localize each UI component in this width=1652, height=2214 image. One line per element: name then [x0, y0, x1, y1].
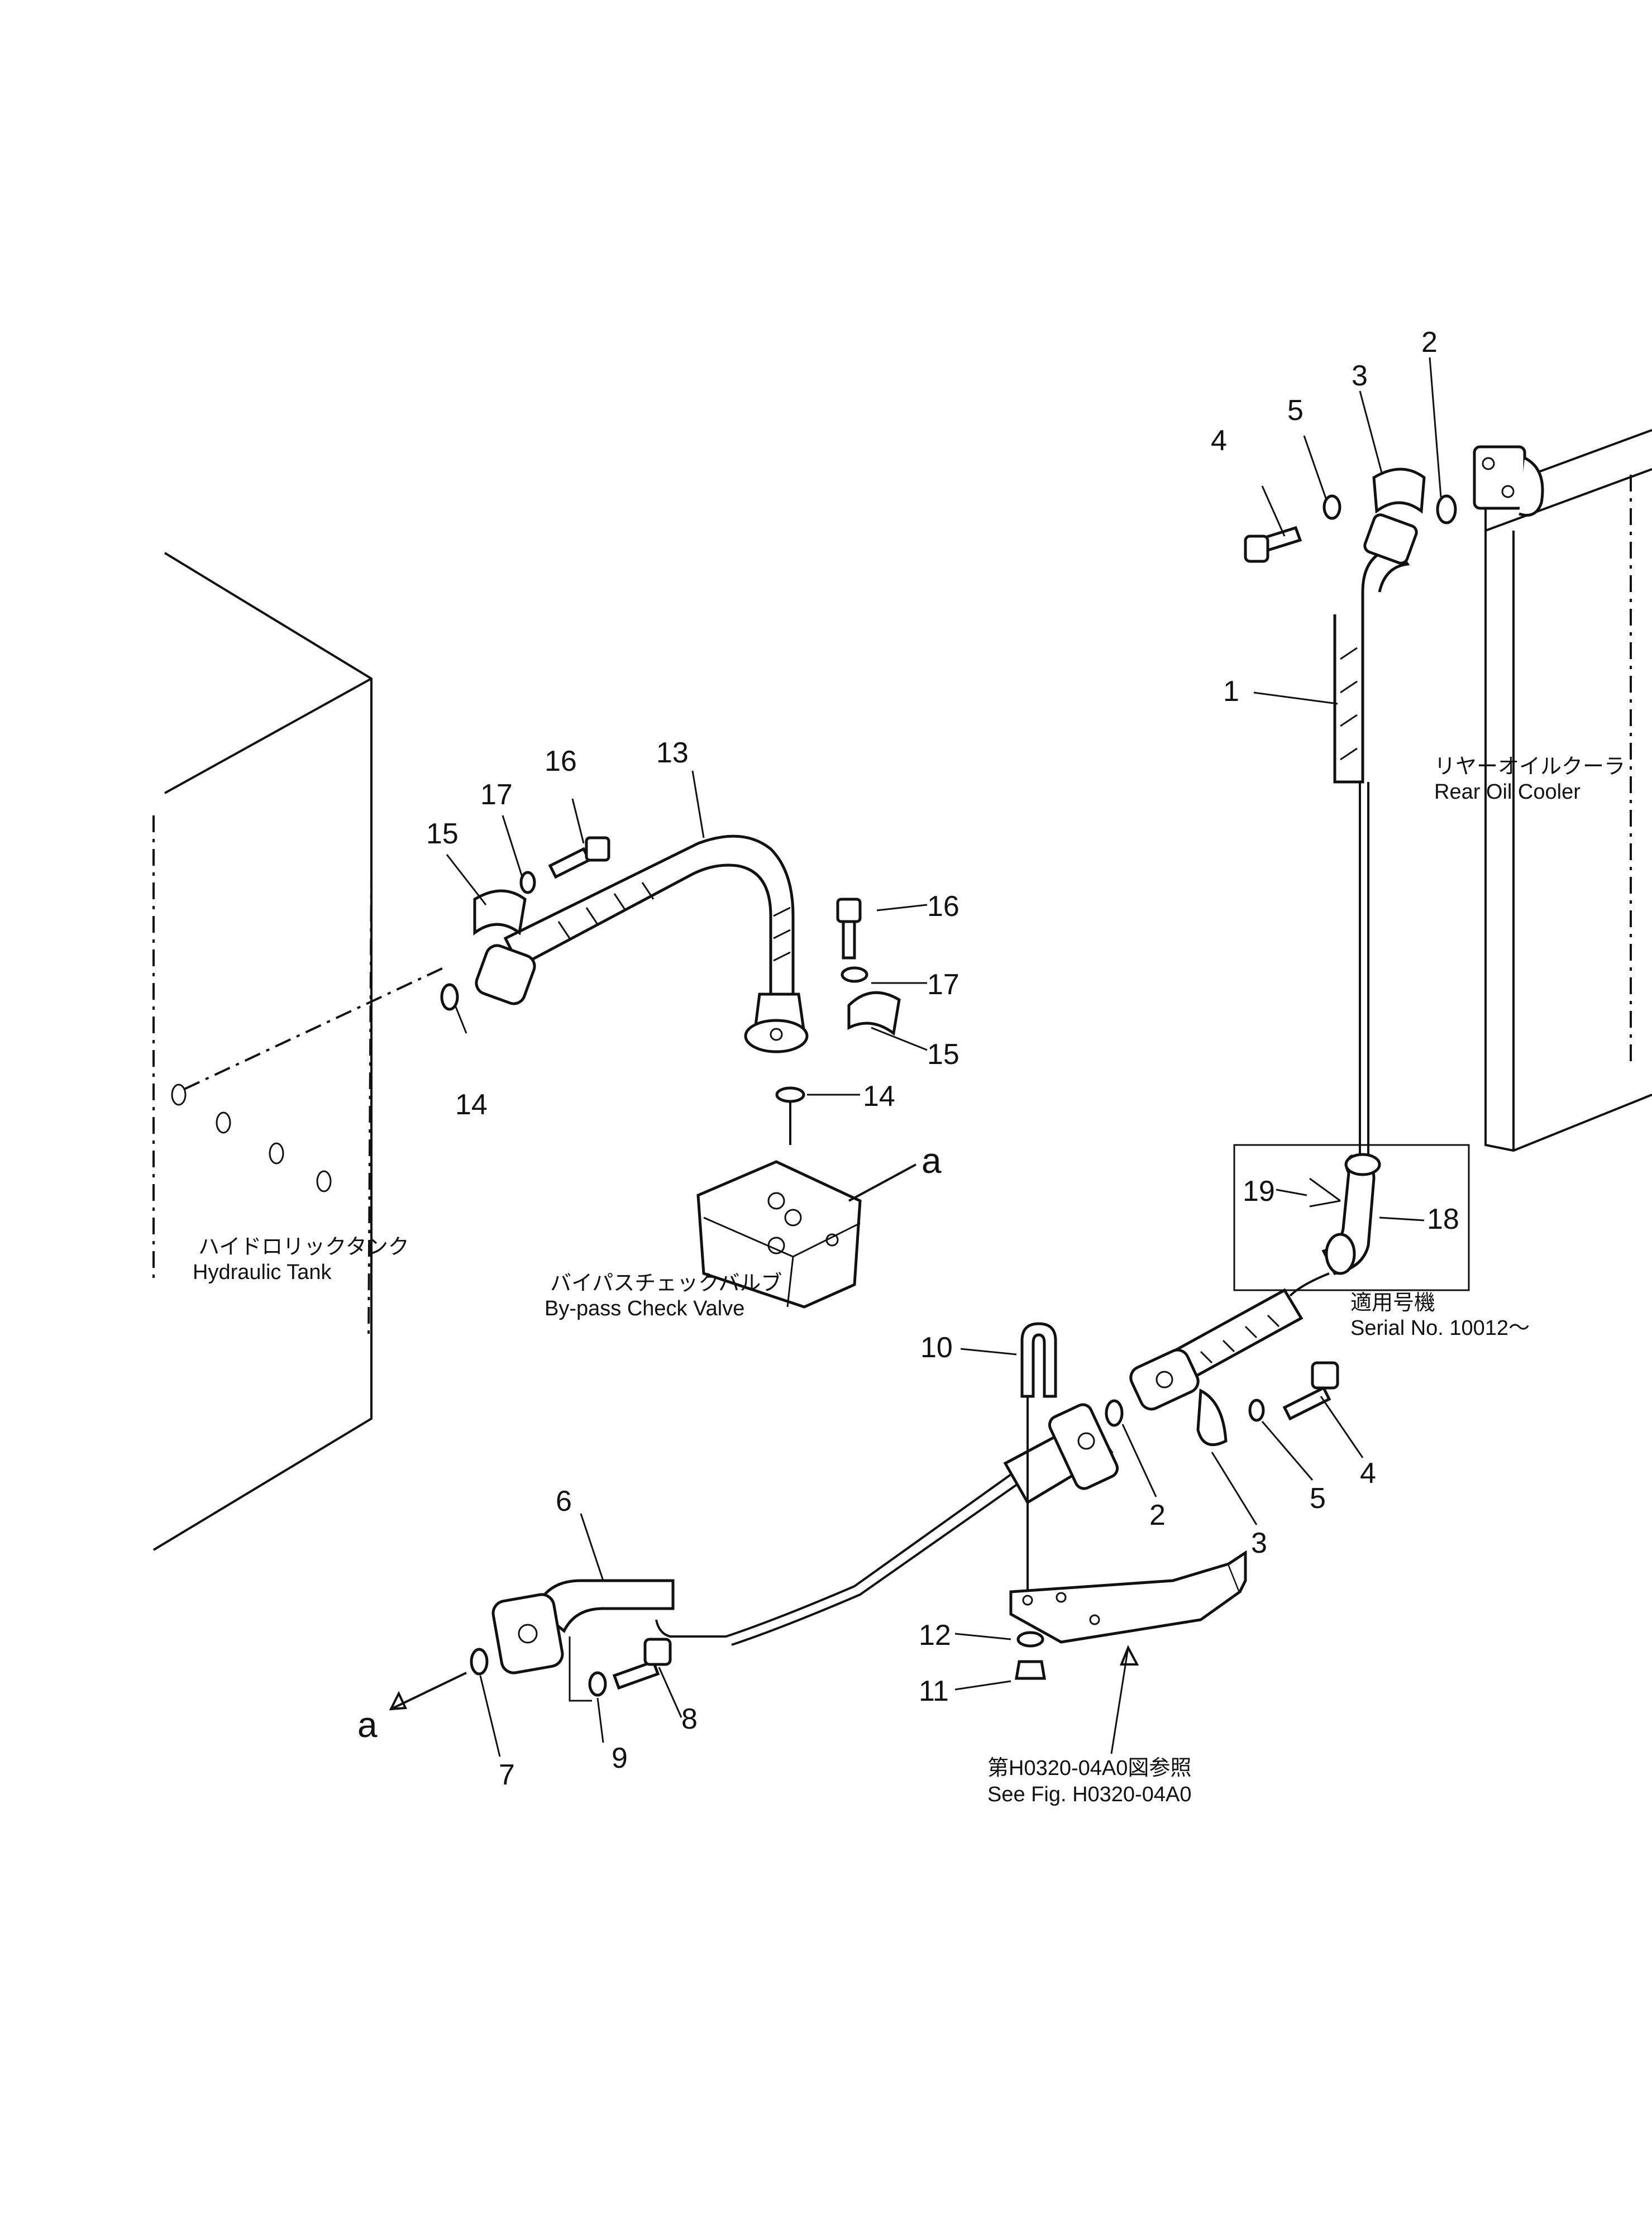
callout-15-right: 15	[927, 1038, 959, 1071]
callout-13: 13	[656, 737, 689, 769]
callout-10: 10	[920, 1332, 953, 1364]
callout-17-right: 17	[927, 968, 959, 1001]
callout-5-bottom: 5	[1310, 1482, 1326, 1515]
callout-4-top: 4	[1211, 424, 1227, 457]
callout-3-bottom: 3	[1251, 1527, 1267, 1559]
washers-17	[519, 871, 868, 983]
see-fig-label-jp: 第H0320-04A0図参照	[987, 1757, 1191, 1780]
hose-13	[475, 834, 809, 1053]
callout-11: 11	[919, 1675, 949, 1707]
valve-label-jp: バイパスチェックバルブ	[550, 1272, 782, 1295]
callout-7: 7	[499, 1759, 515, 1791]
hydraulic-tank	[152, 552, 447, 1551]
callout-2-bottom: 2	[1149, 1499, 1166, 1531]
callout-8: 8	[681, 1703, 698, 1735]
callout-5-top: 5	[1287, 394, 1304, 427]
u-bolt-and-bracket	[1009, 1322, 1247, 1680]
callout-9: 9	[612, 1742, 628, 1774]
rear-oil-cooler	[1473, 429, 1652, 1152]
bypass-check-valve	[696, 1160, 862, 1309]
callout-14-right: 14	[863, 1080, 895, 1113]
lower-fittings	[1105, 1361, 1339, 1447]
leader-lines	[389, 357, 1442, 1757]
callout-1: 1	[1223, 675, 1239, 708]
serial-label-en: Serial No. 10012～	[1350, 1316, 1530, 1340]
see-fig-label-en: See Fig. H0320-04A0	[987, 1783, 1191, 1806]
callout-14-left: 14	[455, 1089, 488, 1121]
callout-12: 12	[919, 1619, 951, 1652]
component-labels: リヤーオイルクーラ Rear Oil Cooler ハイドロリックタンク Hyd…	[193, 755, 1625, 1806]
callout-17-left: 17	[480, 779, 513, 811]
bottom-fittings	[470, 1636, 672, 1702]
callout-3-top: 3	[1352, 360, 1368, 392]
callout-16-left: 16	[545, 745, 577, 777]
serial-detail-box	[1233, 1144, 1470, 1297]
reference-a-top: a	[922, 1141, 942, 1181]
callout-numbers: 2 3 4 5 1 13 16 17 15 16 17 15 14 14 19 …	[357, 326, 1459, 1791]
callout-2-top: 2	[1421, 326, 1438, 359]
rear-cooler-label-jp: リヤーオイルクーラ	[1434, 755, 1625, 779]
tank-label-en: Hydraulic Tank	[193, 1261, 332, 1284]
callout-19: 19	[1243, 1175, 1275, 1208]
callout-4-bottom: 4	[1360, 1457, 1376, 1490]
callout-15-left: 15	[426, 818, 459, 850]
valve-label-en: By-pass Check Valve	[545, 1297, 744, 1320]
serial-label-jp: 適用号機	[1350, 1291, 1435, 1315]
callout-6: 6	[556, 1485, 572, 1518]
tube-6	[491, 1403, 1119, 1674]
tank-label-jp: ハイドロリックタンク	[198, 1235, 409, 1259]
hose-1	[1333, 513, 1418, 1162]
lower-hose	[1129, 1288, 1304, 1411]
bolts-16	[548, 836, 862, 960]
upper-fittings	[1244, 467, 1457, 563]
callout-18: 18	[1427, 1203, 1459, 1235]
o-rings-14	[440, 983, 805, 1145]
clamp-halves-15	[473, 889, 901, 1036]
rear-cooler-label-en: Rear Oil Cooler	[1434, 780, 1581, 804]
callout-16-right: 16	[927, 890, 959, 923]
reference-a-bottom: a	[357, 1705, 378, 1745]
